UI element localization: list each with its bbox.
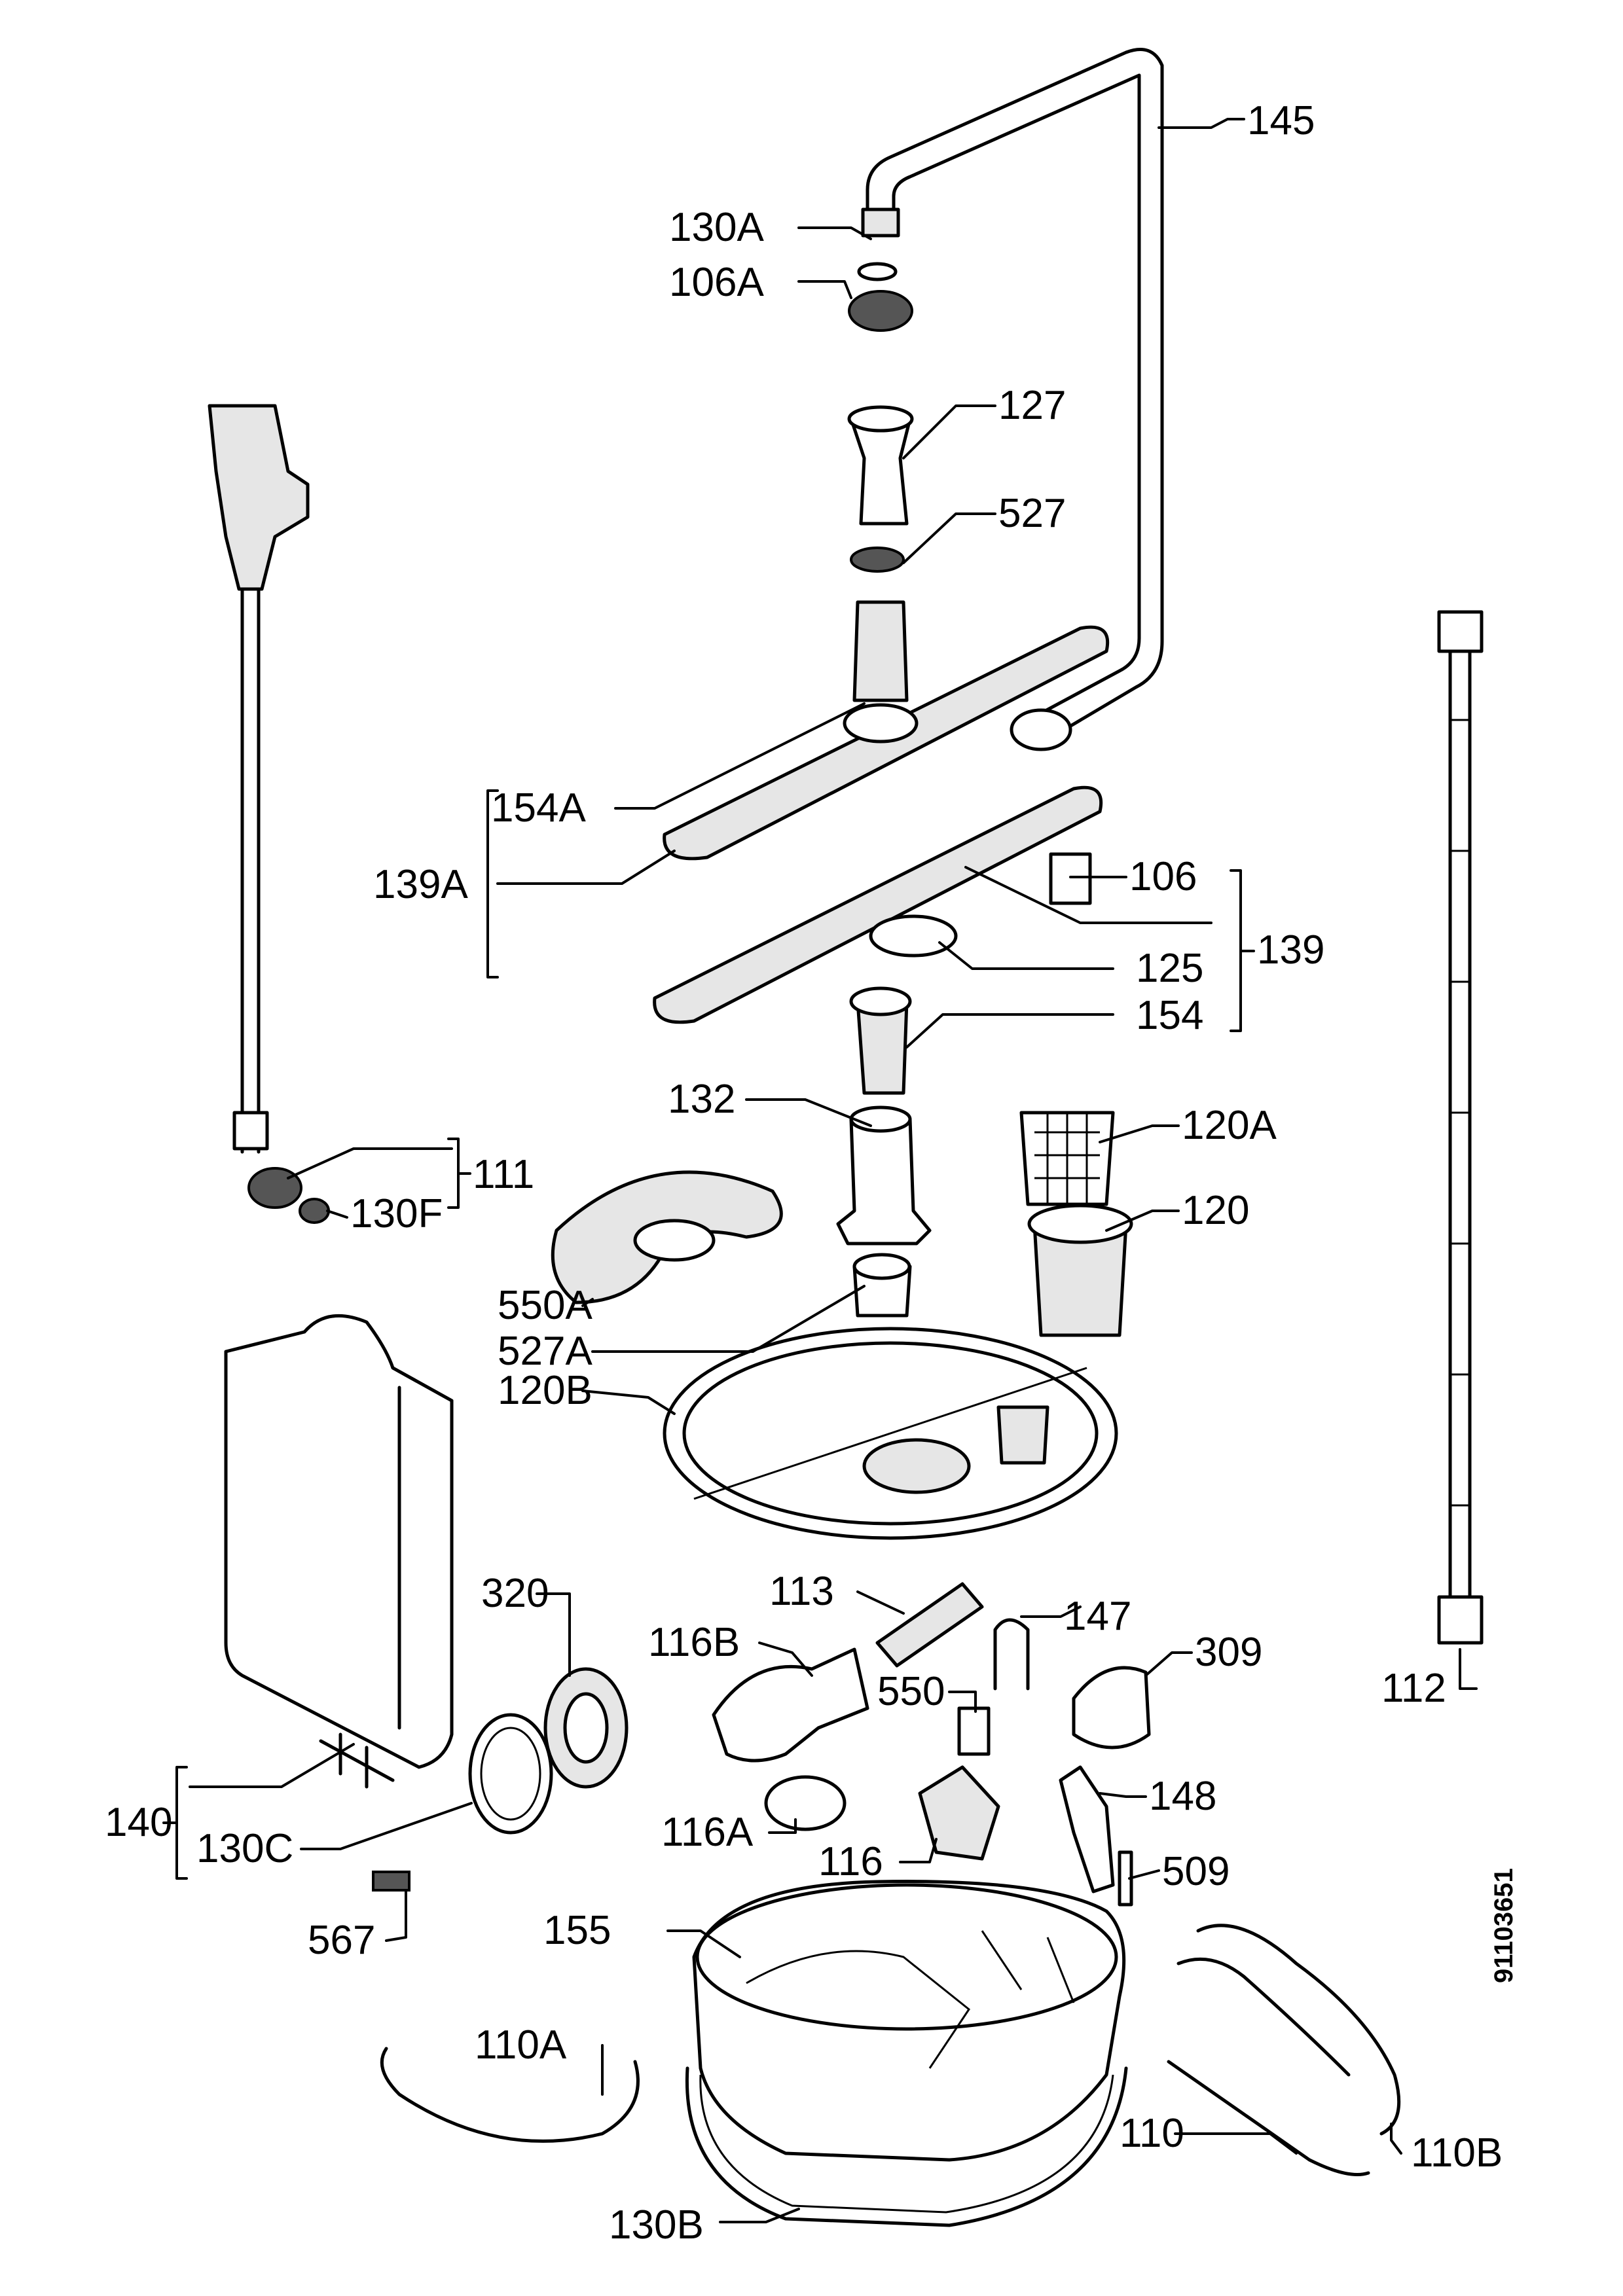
part-116A-float xyxy=(764,1775,847,1831)
part-116-valve xyxy=(918,1765,1000,1861)
part-120B-socket xyxy=(996,1405,1049,1465)
callout-550: 550 xyxy=(877,1669,945,1714)
part-140-bottom-fittings xyxy=(319,1732,395,1789)
part-527-ring xyxy=(850,547,905,573)
callout-147: 147 xyxy=(1064,1594,1131,1639)
part-111-inlet-hose xyxy=(240,587,261,1154)
callout-132: 132 xyxy=(668,1077,735,1122)
callout-116A: 116A xyxy=(661,1810,754,1855)
part-145-pipe-end xyxy=(1010,708,1072,751)
part-527A-top xyxy=(852,1253,911,1280)
part-112-bottom-fitting xyxy=(1437,1595,1484,1645)
part-120B-plate-line xyxy=(693,1367,1087,1500)
part-120-rim xyxy=(1027,1204,1133,1244)
part-155-inner xyxy=(746,1930,1075,2069)
callout-120A: 120A xyxy=(1182,1103,1277,1148)
callout-320: 320 xyxy=(481,1571,549,1616)
part-309-cap xyxy=(1072,1666,1151,1749)
part-145-pipe-thread xyxy=(861,207,900,238)
callout-106: 106 xyxy=(1129,854,1197,899)
callout-145: 145 xyxy=(1247,98,1315,143)
part-112-top-fitting xyxy=(1437,610,1484,653)
part-111-hose-collar xyxy=(232,1111,269,1151)
part-155-rim xyxy=(695,1883,1118,2031)
part-550-block xyxy=(957,1706,991,1756)
callout-130C: 130C xyxy=(196,1826,293,1871)
part-139-lower-spray-arm xyxy=(653,785,1103,1024)
callout-125: 125 xyxy=(1136,946,1203,991)
callout-110B: 110B xyxy=(1411,2130,1503,2176)
callout-139A: 139A xyxy=(373,862,468,907)
part-154-top xyxy=(849,986,912,1016)
part-127-connector xyxy=(849,417,912,526)
diagram-code: 91103651 xyxy=(1489,1868,1518,1983)
callout-130A: 130A xyxy=(669,205,764,250)
part-130B-gasket-inner xyxy=(699,2074,1114,2214)
part-110-hose xyxy=(1167,2060,1370,2176)
part-106-clip xyxy=(1049,852,1092,905)
callout-110: 110 xyxy=(1120,2111,1184,2156)
callout-116: 116 xyxy=(818,1839,883,1884)
callout-112: 112 xyxy=(1381,1666,1446,1711)
callout-labels: 145 130A 106A 127 527 154A 139A 106 139 … xyxy=(105,98,1503,2248)
callout-106A: 106A xyxy=(669,260,764,305)
callout-130B: 130B xyxy=(609,2202,704,2248)
part-130C-ring xyxy=(468,1713,553,1835)
part-154A-hub xyxy=(852,600,909,702)
callout-527: 527 xyxy=(998,491,1066,536)
callout-527A: 527A xyxy=(498,1329,593,1374)
callout-120: 120 xyxy=(1182,1188,1249,1233)
part-112-drain-hose xyxy=(1448,646,1472,1599)
part-550A-hole xyxy=(633,1219,716,1262)
part-145-supply-pipe xyxy=(866,48,1164,742)
part-567-clip xyxy=(372,1871,410,1892)
callout-110A: 110A xyxy=(475,2022,567,2068)
callout-140: 140 xyxy=(105,1800,172,1845)
callout-567: 567 xyxy=(308,1918,375,1963)
callout-154: 154 xyxy=(1136,993,1203,1038)
part-140-side xyxy=(391,1366,454,1730)
callout-111: 111 xyxy=(473,1152,534,1197)
part-111-hose-top xyxy=(208,404,310,591)
part-132-tube xyxy=(836,1117,932,1246)
part-147-clip xyxy=(993,1618,1030,1691)
callout-148: 148 xyxy=(1149,1774,1216,1819)
callout-113: 113 xyxy=(769,1569,834,1614)
part-112-hose-ribs xyxy=(1450,719,1470,1507)
part-120B-center xyxy=(862,1438,971,1494)
callout-139: 139 xyxy=(1257,927,1324,973)
part-125-bearing xyxy=(869,914,958,958)
part-148-clip xyxy=(1059,1765,1115,1893)
part-110B-hose xyxy=(1176,1924,1401,2136)
part-110A-hose xyxy=(380,2047,640,2143)
part-130C-ring-inner xyxy=(480,1727,541,1821)
part-145-supply-pipe-inner xyxy=(892,73,1141,719)
leader-lines xyxy=(162,118,1478,2223)
part-130F-seal xyxy=(299,1198,330,1224)
part-320-center xyxy=(563,1692,609,1764)
callout-550A: 550A xyxy=(498,1283,593,1328)
callout-127: 127 xyxy=(998,383,1066,428)
part-111-nut xyxy=(247,1167,302,1209)
part-127-top xyxy=(847,405,914,433)
part-116B-housing xyxy=(712,1647,869,1763)
callout-309: 309 xyxy=(1195,1630,1262,1675)
part-155-sump xyxy=(692,1880,1126,2162)
callout-120B: 120B xyxy=(498,1368,593,1413)
part-132-top xyxy=(849,1105,912,1133)
part-130B-gasket xyxy=(685,2066,1128,2227)
part-106A-nut xyxy=(848,290,913,332)
part-120B-plate-inner xyxy=(682,1341,1099,1526)
callout-155: 155 xyxy=(543,1908,611,1953)
part-130A-seal xyxy=(857,262,898,281)
part-139A-hub-ring xyxy=(843,703,919,744)
callout-154A: 154A xyxy=(491,785,586,831)
callout-509: 509 xyxy=(1162,1849,1230,1894)
part-113-connector xyxy=(875,1582,984,1668)
callout-130F: 130F xyxy=(350,1191,443,1236)
callout-116B: 116B xyxy=(648,1620,740,1665)
part-120A-mesh xyxy=(1034,1113,1100,1204)
